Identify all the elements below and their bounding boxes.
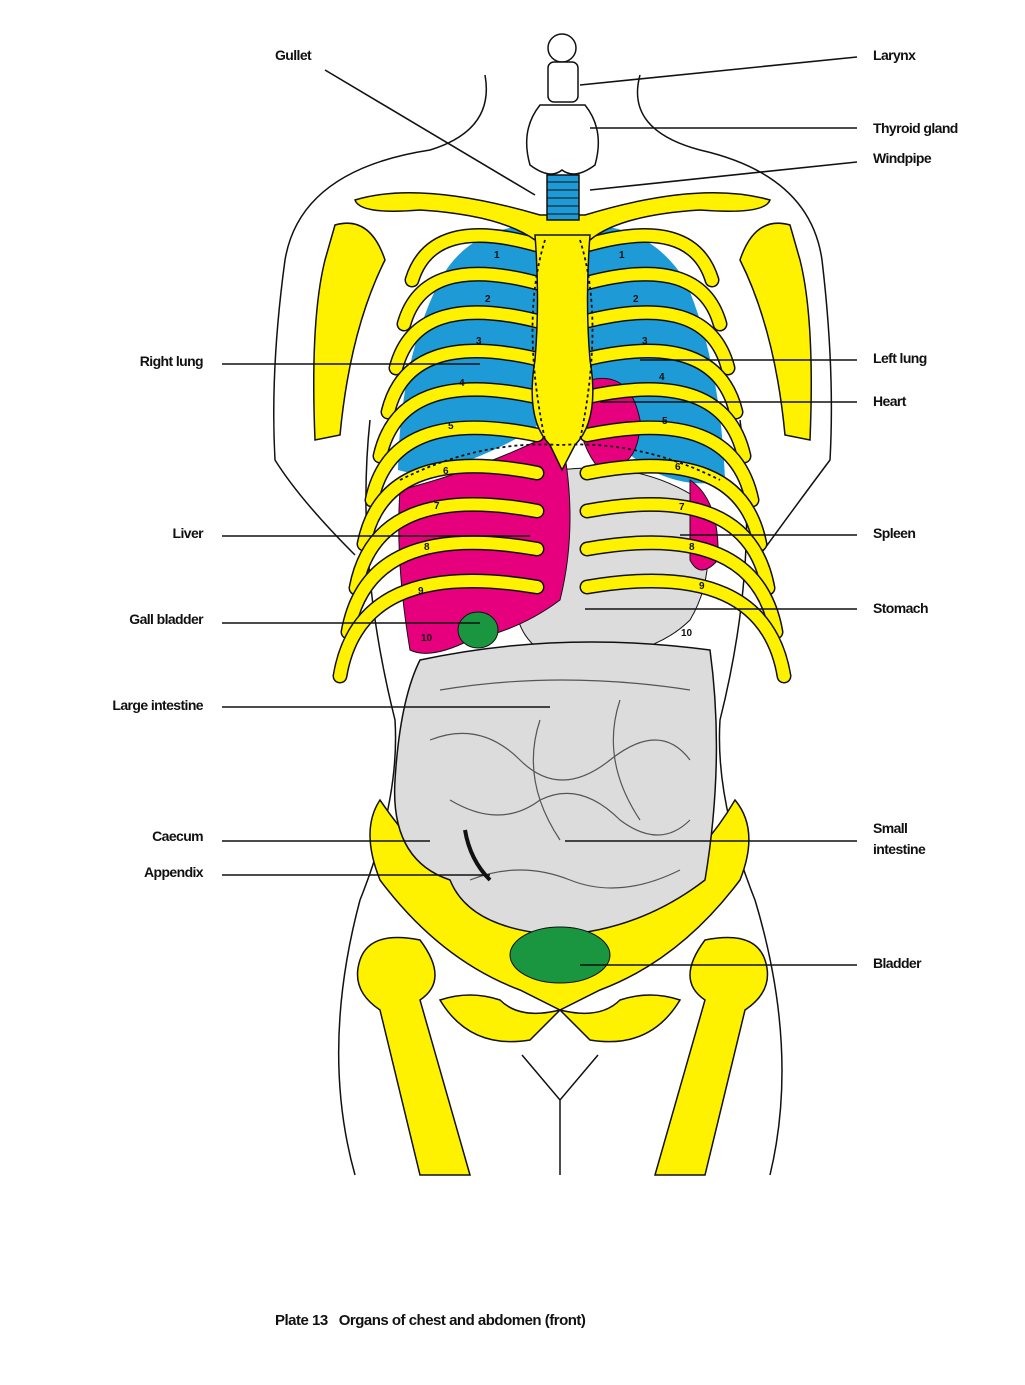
rib-number: 4 <box>659 372 665 383</box>
rib <box>398 268 543 330</box>
labels: Gullet Larynx Thyroid gland Windpipe Rig… <box>112 47 958 971</box>
label-small-intestine-line2: intestine <box>873 841 926 857</box>
rib <box>581 460 766 550</box>
rib-numbers-right: 1 2 3 4 5 6 7 8 9 10 <box>418 250 500 644</box>
gall-bladder <box>457 611 499 649</box>
rib <box>350 498 543 594</box>
larynx-cartilage <box>547 61 579 103</box>
rib <box>374 383 543 462</box>
rib <box>581 536 782 638</box>
rib-number: 7 <box>434 501 440 512</box>
rib-number: 8 <box>689 542 695 553</box>
label-larynx: Larynx <box>873 47 916 63</box>
label-heart: Heart <box>873 393 907 409</box>
rib <box>581 575 790 682</box>
label-left-lung: Left lung <box>873 350 927 366</box>
rib-number: 9 <box>418 586 424 597</box>
rib <box>581 498 774 594</box>
femurs <box>356 936 769 1176</box>
label-liver: Liver <box>173 525 205 541</box>
larynx <box>547 33 577 63</box>
rib-number: 10 <box>421 633 433 644</box>
rib-number: 6 <box>675 462 681 473</box>
rib <box>581 383 750 462</box>
rib <box>334 575 543 682</box>
label-caecum: Caecum <box>152 828 203 844</box>
label-windpipe: Windpipe <box>873 150 932 166</box>
rib <box>581 345 742 418</box>
rib <box>358 460 543 550</box>
rib-number: 6 <box>443 466 449 477</box>
rib-number: 5 <box>662 416 668 427</box>
figure-caption: Plate 13 Organs of chest and abdomen (fr… <box>275 1312 586 1329</box>
label-gall-bladder: Gall bladder <box>129 611 204 627</box>
rib-number: 1 <box>619 250 625 261</box>
label-spleen: Spleen <box>873 525 915 541</box>
rib <box>342 536 543 638</box>
label-stomach: Stomach <box>873 600 928 616</box>
rib-numbers-left: 1 2 3 4 5 6 7 8 9 10 <box>619 250 705 639</box>
rib-number: 1 <box>494 250 500 261</box>
bladder <box>509 926 611 984</box>
label-large-intestine: Large intestine <box>112 697 203 713</box>
thyroid-gland <box>525 104 600 175</box>
label-appendix: Appendix <box>144 864 204 880</box>
rib-number: 10 <box>681 628 693 639</box>
rib <box>581 229 718 286</box>
rib <box>406 229 543 286</box>
leader-lines <box>222 56 858 966</box>
rib-number: 9 <box>699 581 705 592</box>
label-right-lung: Right lung <box>140 353 203 369</box>
label-gullet: Gullet <box>275 47 312 63</box>
rib-number: 3 <box>642 336 648 347</box>
label-thyroid-gland: Thyroid gland <box>873 120 958 136</box>
rib-number: 5 <box>448 421 454 432</box>
ribcage <box>332 228 792 684</box>
rib <box>581 421 758 506</box>
rib-number: 2 <box>633 294 639 305</box>
rib <box>382 345 543 418</box>
appendix <box>463 829 492 882</box>
rib <box>390 306 543 374</box>
arm-bones <box>313 222 812 441</box>
rib-number: 8 <box>424 542 430 553</box>
intestines <box>393 641 718 936</box>
organ-outline-dotted <box>399 239 721 481</box>
label-small-intestine-line1: Small <box>873 820 907 836</box>
rib-number: 2 <box>485 294 491 305</box>
rib-number: 3 <box>476 336 482 347</box>
rib-number: 7 <box>679 502 685 513</box>
rib-number: 4 <box>459 378 465 389</box>
label-bladder: Bladder <box>873 955 922 971</box>
sternum <box>531 234 594 472</box>
rib <box>581 306 734 374</box>
rib <box>366 421 543 506</box>
rib <box>581 268 726 330</box>
